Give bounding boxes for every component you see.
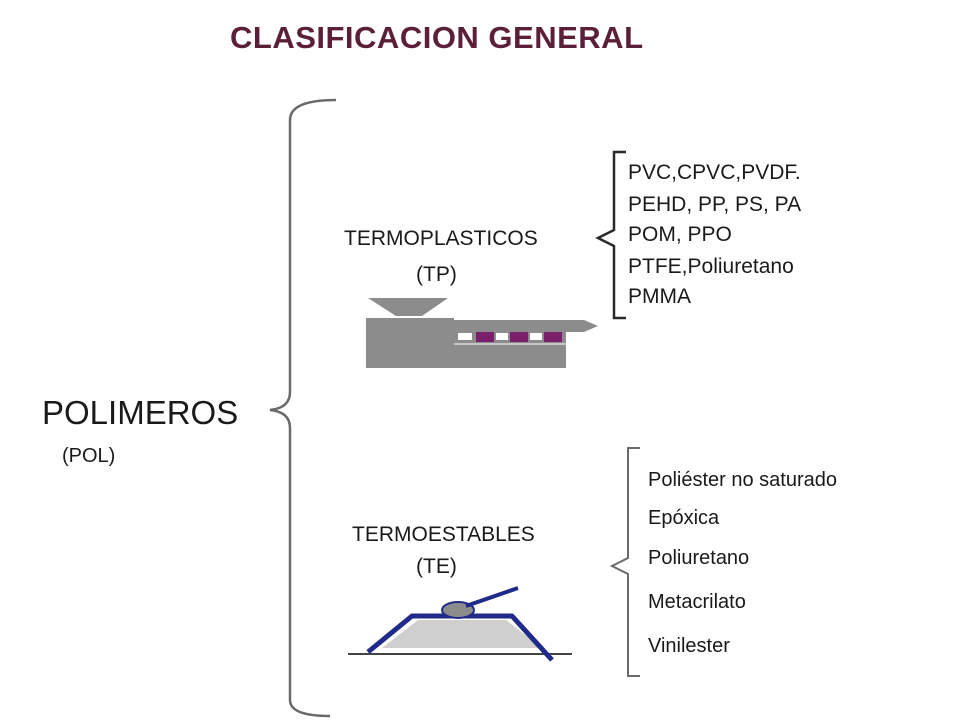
thermoplastic-item: PVC,CPVC,PVDF. bbox=[628, 161, 801, 184]
thermoplastics-label: TERMOPLASTICOS bbox=[344, 227, 538, 250]
thermosets-abbreviation: (TE) bbox=[416, 555, 457, 578]
tp-brace bbox=[595, 150, 626, 320]
thermoplastics-abbreviation: (TP) bbox=[416, 263, 457, 286]
root-abbreviation: (POL) bbox=[62, 445, 116, 467]
thermoplastic-item: PTFE,Poliuretano bbox=[628, 255, 794, 278]
thermoset-item: Metacrilato bbox=[648, 591, 746, 613]
thermoplastic-item: POM, PPO bbox=[628, 223, 732, 246]
open-mold-roller-icon bbox=[348, 586, 572, 662]
thermoplastic-item: PMMA bbox=[628, 285, 691, 308]
page-title: CLASIFICACION GENERAL bbox=[230, 20, 644, 55]
root-label: POLIMEROS bbox=[42, 394, 239, 431]
thermoset-item: Poliuretano bbox=[648, 547, 750, 569]
thermoset-item: Vinilester bbox=[648, 635, 730, 657]
thermoset-item: Epóxica bbox=[648, 507, 720, 529]
te-brace bbox=[609, 447, 640, 677]
main-brace bbox=[269, 98, 337, 718]
thermoplastic-item: PEHD, PP, PS, PA bbox=[628, 193, 802, 216]
thermoset-item: Poliéster no saturado bbox=[648, 469, 838, 491]
thermosets-label: TERMOESTABLES bbox=[352, 523, 535, 546]
injection-molding-machine-icon bbox=[366, 298, 598, 368]
